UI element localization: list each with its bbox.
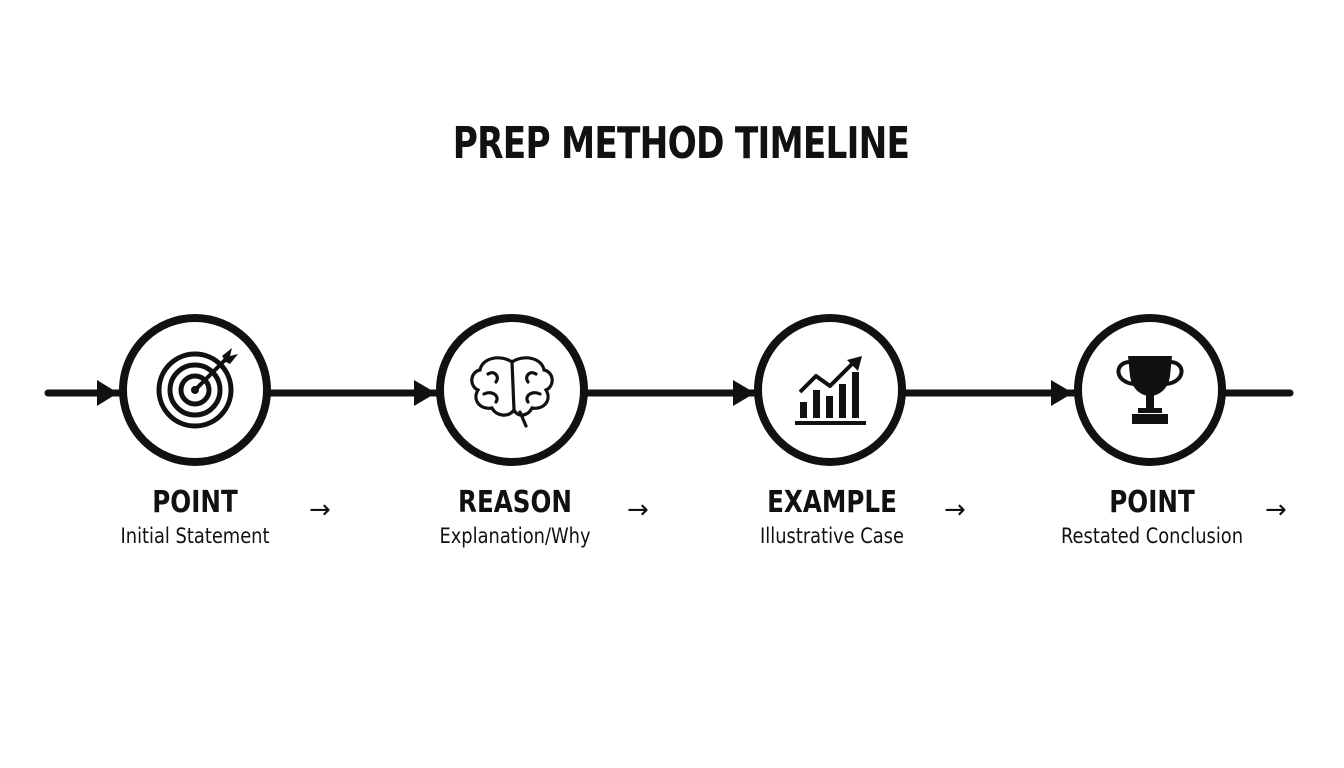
step-node-reason [436,314,588,466]
arrowhead-3 [733,380,755,406]
diagram-title: PREP METHOD TIMELINE [452,118,910,169]
step-node-example [754,314,906,466]
step-arrow: → [309,495,331,525]
step-description: Restated Conclusion [1060,524,1244,548]
step-name: EXAMPLE [767,485,897,520]
step-name: POINT [152,485,238,520]
arrowhead-4 [1051,380,1073,406]
step-node-point [119,314,271,466]
step-label-reason: REASON Explanation/Why [385,488,645,547]
step-arrow: → [1265,495,1287,525]
step-arrow: → [627,495,649,525]
step-node-conclusion [1074,314,1226,466]
growth-chart-icon [795,356,866,425]
step-label-conclusion: POINT Restated Conclusion [1022,488,1282,547]
step-name: REASON [457,485,573,520]
arrowhead-2 [414,380,436,406]
arrowhead-1 [97,380,118,406]
step-description: Initial Statement [120,524,270,548]
trophy-icon [1116,356,1184,424]
step-label-example: EXAMPLE Illustrative Case [702,488,962,547]
target-icon [156,348,238,429]
step-arrow: → [944,495,966,525]
step-label-point: POINT Initial Statement [65,488,325,547]
step-description: Explanation/Why [439,524,591,548]
step-description: Illustrative Case [760,524,904,548]
brain-icon [470,356,554,428]
step-name: POINT [1109,485,1195,520]
